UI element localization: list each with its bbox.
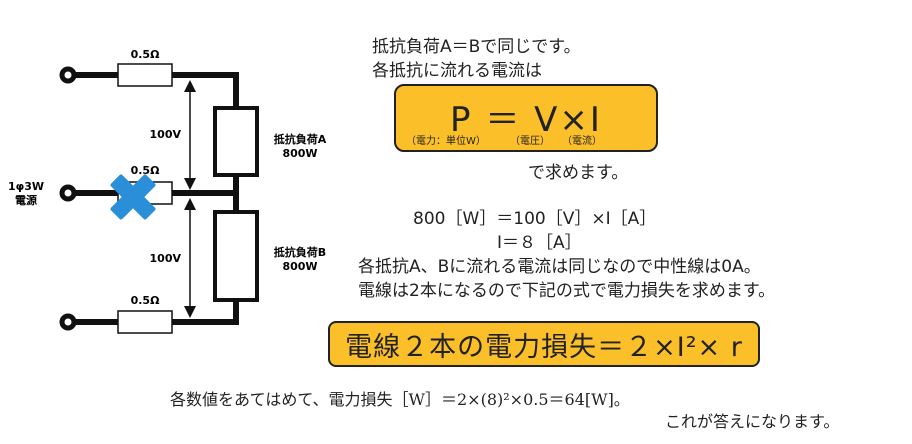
load-a-power: 800W [282, 147, 317, 160]
load-b [213, 210, 259, 302]
statement-answer: これが答えになります。 [665, 412, 840, 431]
load-b-label: 抵抗負荷B [274, 245, 326, 259]
circuit-diagram: 0.5Ω 0.5Ω 0.5Ω 100V 100V 抵抗負荷A 800W 抵抗負荷… [8, 48, 327, 334]
load-a [213, 106, 259, 177]
resistor-top-label: 0.5Ω [131, 48, 160, 61]
terminal-bot [59, 313, 77, 331]
load-a-label: 抵抗負荷A [274, 132, 327, 146]
calc-result: I＝８［A］ [497, 233, 582, 253]
formula-loss: 電線２本の電力損失＝２×I²× r [345, 332, 743, 363]
statement-calculation: 各数値をあてはめて、電力損失［W］＝2×(8)²×0.5＝64[W]。 [170, 390, 630, 409]
resistor-mid-label: 0.5Ω [131, 164, 160, 177]
statement-loads-equal: 抵抗負荷A＝Bで同じです。 [372, 37, 581, 57]
formula-loss-box: 電線２本の電力損失＝２×I²× r [328, 321, 760, 367]
resistor-bot [117, 310, 173, 334]
formula-power: P ＝ V×I [450, 100, 602, 140]
source-label: 1φ3W [8, 180, 44, 193]
cross-icon [110, 174, 156, 220]
calc-equation: 800［W］＝100［V］×I［A］ [413, 209, 657, 229]
terminal-mid [59, 184, 77, 202]
statement-current: 各抵抗に流れる電流は [372, 61, 542, 81]
source-label-2: 電源 [15, 193, 37, 207]
formula-sub-current: （電流） [562, 136, 602, 147]
statement-two-wires: 電線は2本になるので下記の式で電力損失を求めます。 [358, 281, 776, 301]
statement-calc-method: で求めます。 [528, 163, 629, 183]
statement-neutral: 各抵抗A、Bに流れる電流は同じなので中性線は0A。 [358, 257, 761, 277]
terminal-top [59, 66, 77, 84]
voltage-top-label: 100V [150, 128, 182, 141]
resistor-bot-label: 0.5Ω [131, 294, 160, 307]
formula-sub-power: （電力：単位W） [406, 136, 486, 147]
load-b-power: 800W [282, 260, 317, 273]
formula-sub-voltage: （電圧） [510, 136, 550, 147]
voltage-bot-label: 100V [150, 252, 182, 265]
formula-power-box: P ＝ V×I （電力：単位W） （電圧） （電流） [394, 84, 658, 152]
resistor-top [117, 63, 173, 87]
terminals [59, 66, 77, 331]
